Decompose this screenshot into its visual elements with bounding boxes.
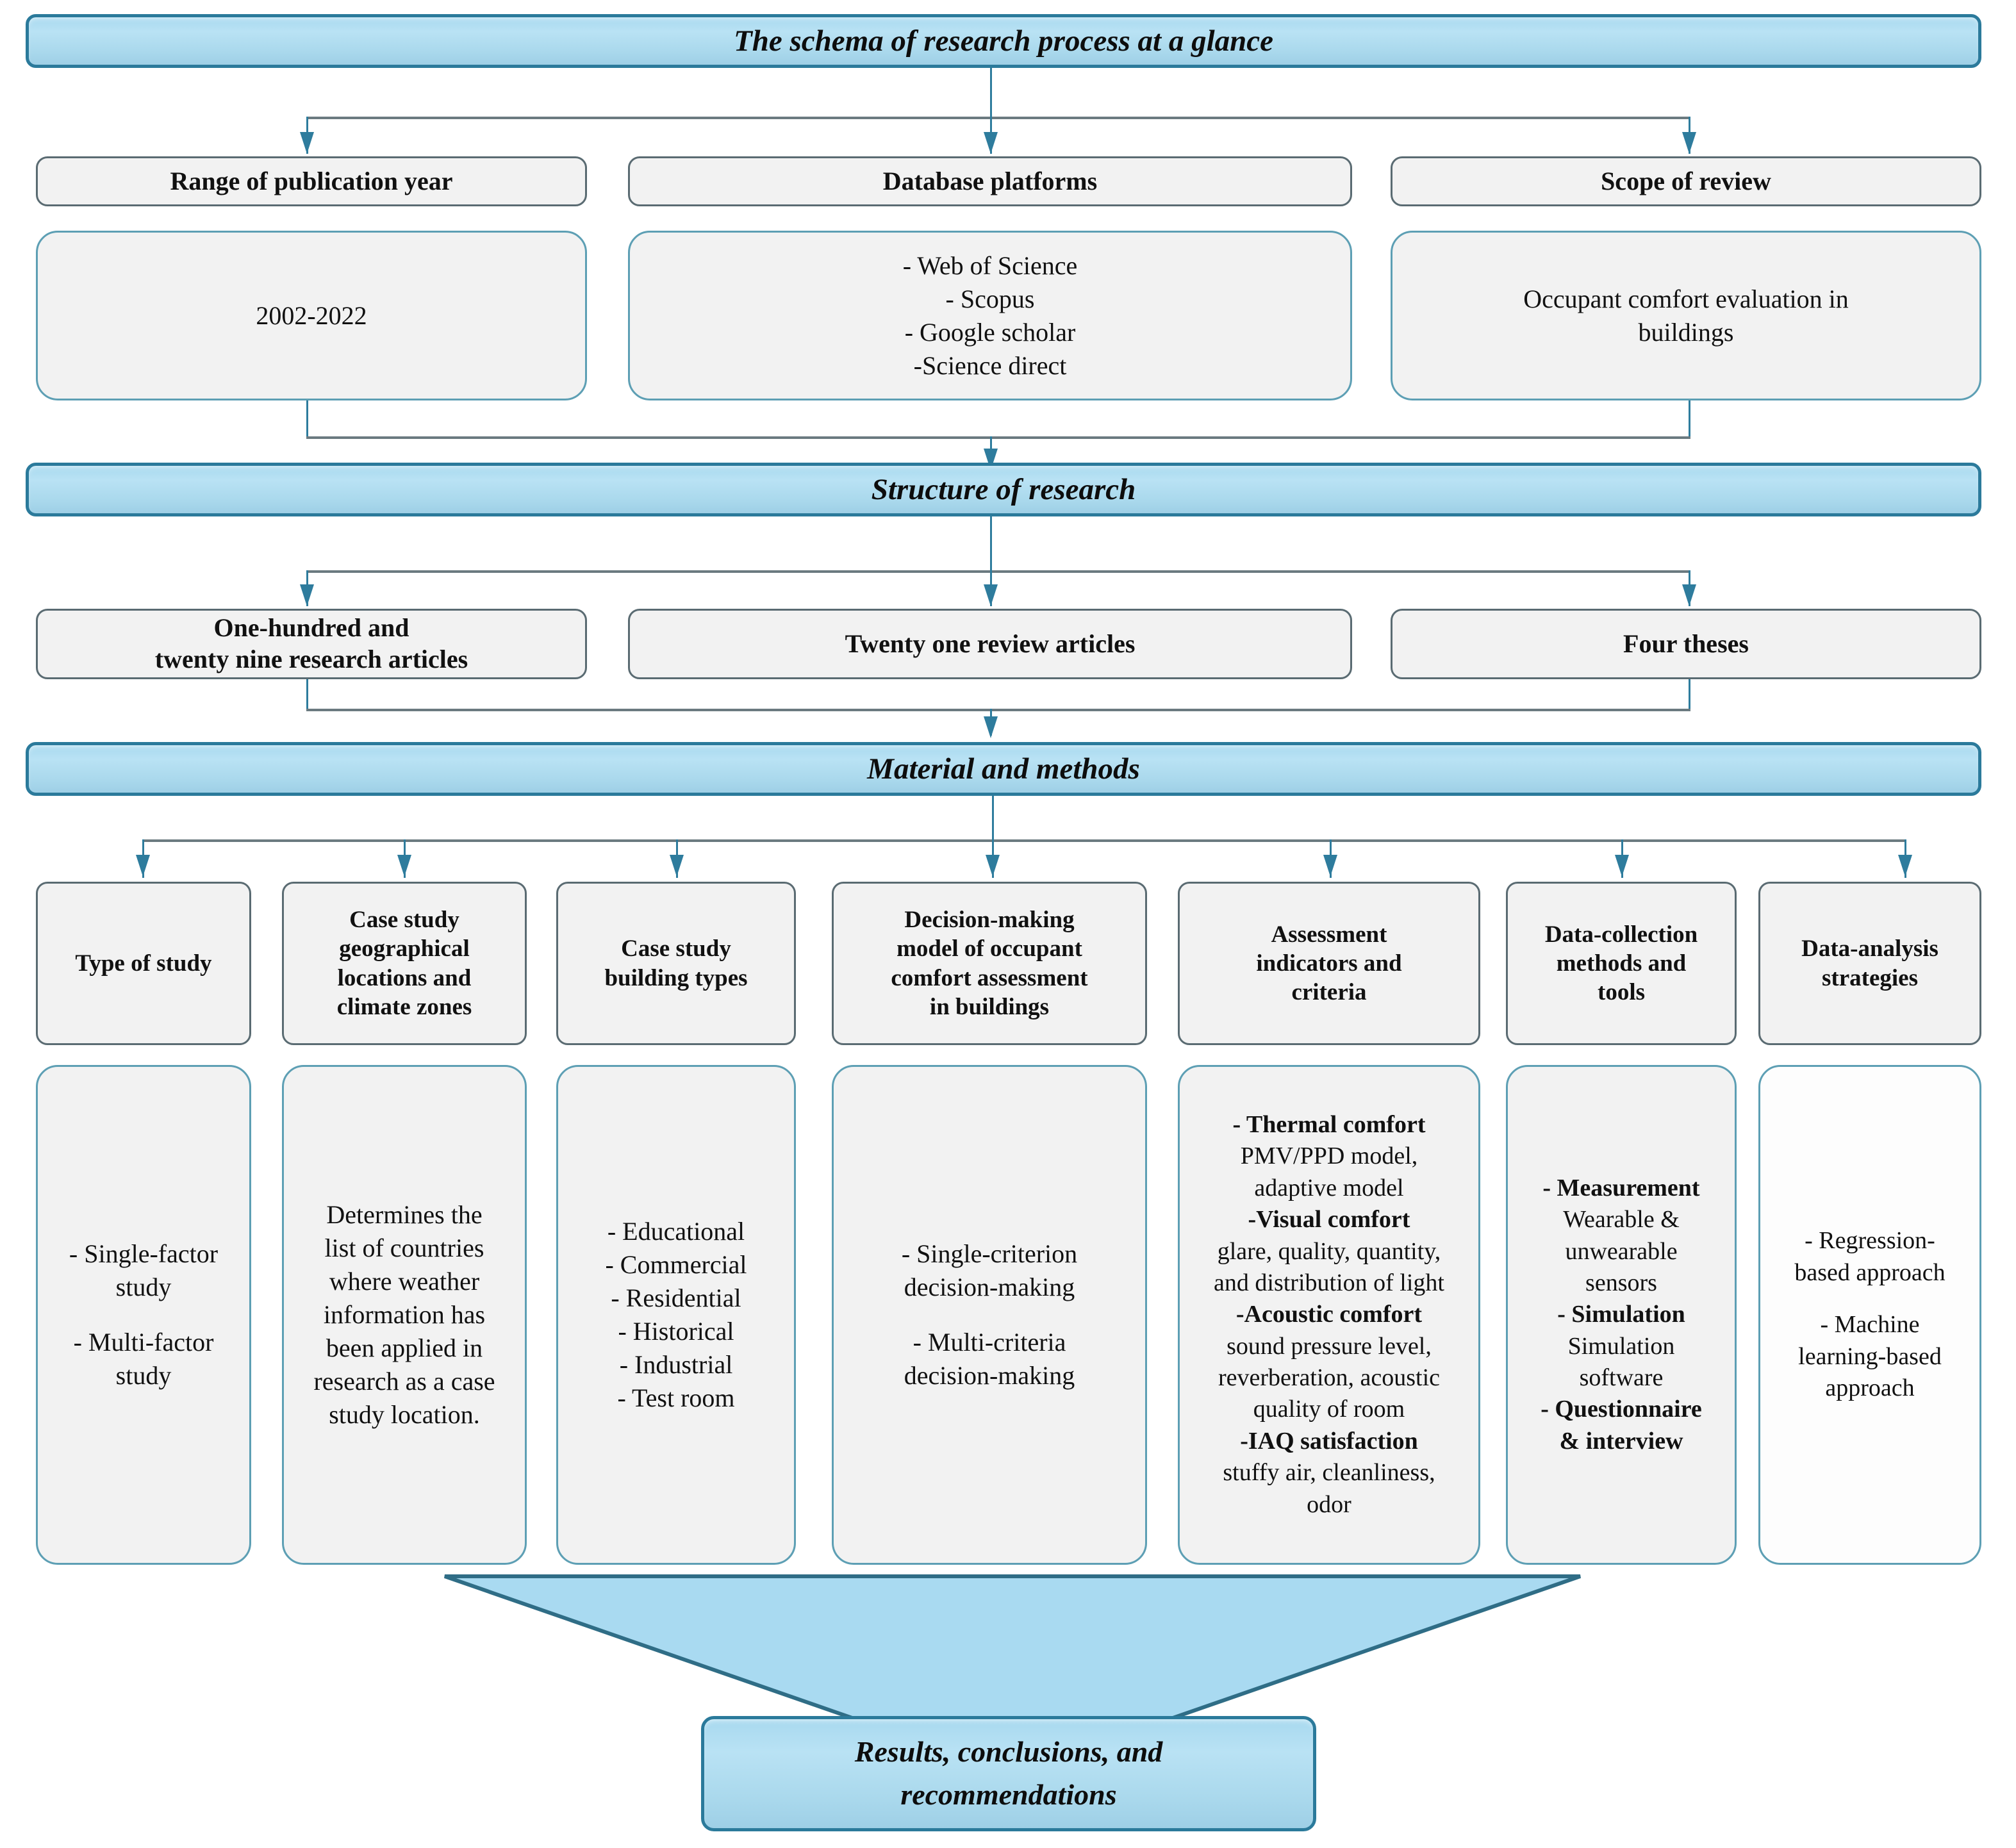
head-review-articles-text: Twenty one review articles bbox=[845, 629, 1136, 658]
body-database-platforms: - Web of Science- Scopus- Google scholar… bbox=[628, 231, 1352, 400]
arrow-col-6 bbox=[1615, 855, 1629, 877]
connector-l1-up-right bbox=[1689, 400, 1690, 436]
fan-drop-4 bbox=[992, 796, 994, 878]
connector-l2-stem2 bbox=[990, 516, 992, 550]
arrow-l1-left bbox=[300, 132, 314, 154]
body-range-of-publication-year: 2002-2022 bbox=[36, 231, 587, 400]
banner-schema-label: The schema of research process at a glan… bbox=[734, 24, 1273, 58]
arrow-into-material bbox=[984, 716, 998, 738]
arrow-l1-right bbox=[1682, 132, 1696, 154]
body-case-study-building-types-text: - Educational- Commercial- Residential- … bbox=[605, 1217, 747, 1412]
arrow-col-4 bbox=[986, 855, 1000, 877]
head-type-of-study: Type of study bbox=[36, 882, 251, 1045]
arrow-l2-mid bbox=[984, 584, 998, 606]
body-database-platforms-text: - Web of Science- Scopus- Google scholar… bbox=[902, 251, 1078, 380]
head-scope-of-review: Scope of review bbox=[1391, 156, 1981, 206]
banner-structure-of-research: Structure of research bbox=[26, 463, 1981, 516]
arrow-col-7 bbox=[1898, 855, 1912, 877]
head-range-of-publication-year: Range of publication year bbox=[36, 156, 587, 206]
banner-material-and-methods: Material and methods bbox=[26, 742, 1981, 796]
arrow-l2-left bbox=[300, 584, 314, 606]
head-theses-text: Four theses bbox=[1623, 629, 1749, 658]
head-range-of-publication-year-label: Range of publication year bbox=[170, 166, 453, 195]
arrow-col-1 bbox=[136, 855, 150, 877]
head-theses: Four theses bbox=[1391, 609, 1981, 679]
head-type-of-study-text: Type of study bbox=[75, 950, 212, 977]
arrow-l1-mid bbox=[984, 132, 998, 154]
arrow-l2-right bbox=[1682, 584, 1696, 606]
arrow-col-3 bbox=[670, 855, 684, 877]
connector-l1-drop-mid bbox=[990, 99, 992, 154]
connector-l1-up-left bbox=[306, 400, 308, 436]
connector-l2-up-right bbox=[1689, 679, 1690, 709]
connector-l2-drop-mid bbox=[990, 550, 992, 606]
connector-l2-up-left bbox=[306, 679, 308, 709]
head-database-platforms-label: Database platforms bbox=[882, 166, 1098, 195]
connector-l3-bus bbox=[306, 709, 1690, 711]
connector-l1-stem bbox=[990, 68, 992, 99]
head-review-articles: Twenty one review articles bbox=[628, 609, 1352, 679]
connector-l2-fan-bus bbox=[306, 570, 1690, 573]
arrow-col-5 bbox=[1323, 855, 1337, 877]
banner-schema: The schema of research process at a glan… bbox=[26, 14, 1981, 68]
arrow-col-2 bbox=[397, 855, 411, 877]
banner-material-and-methods-label: Material and methods bbox=[867, 752, 1140, 786]
banner-structure-of-research-label: Structure of research bbox=[871, 473, 1136, 506]
connector-l1-bus bbox=[306, 117, 1690, 119]
connector-l2-bus bbox=[306, 436, 1690, 439]
funnel-arrow bbox=[444, 1574, 1581, 1776]
body-range-of-publication-year-text: 2002-2022 bbox=[256, 301, 367, 330]
body-case-study-building-types: - Educational- Commercial- Residential- … bbox=[556, 1065, 796, 1565]
head-scope-of-review-label: Scope of review bbox=[1601, 166, 1771, 195]
connector-l3-fan-bus bbox=[142, 839, 1906, 842]
head-database-platforms: Database platforms bbox=[628, 156, 1352, 206]
